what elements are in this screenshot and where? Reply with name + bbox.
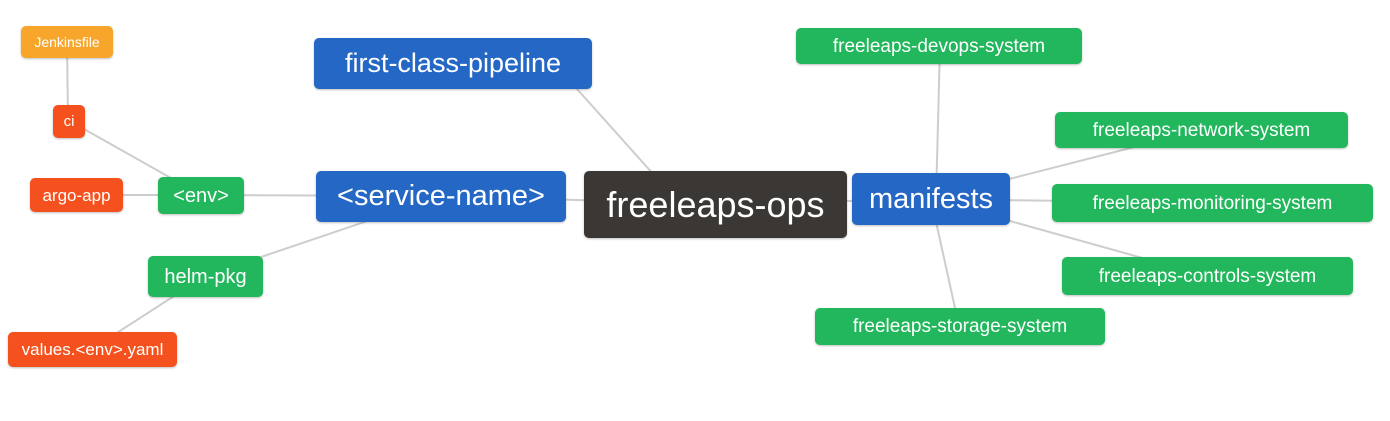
node-freeleaps-monitoring-system[interactable]: freeleaps-monitoring-system: [1052, 184, 1373, 222]
node-env[interactable]: <env>: [158, 177, 244, 214]
node-values-env-yaml[interactable]: values.<env>.yaml: [8, 332, 177, 367]
node-service-name[interactable]: <service-name>: [316, 171, 566, 222]
node-helm-pkg[interactable]: helm-pkg: [148, 256, 263, 297]
node-ci[interactable]: ci: [53, 105, 85, 138]
node-freeleaps-network-system[interactable]: freeleaps-network-system: [1055, 112, 1348, 148]
node-argo-app[interactable]: argo-app: [30, 178, 123, 212]
node-freeleaps-devops-system[interactable]: freeleaps-devops-system: [796, 28, 1082, 64]
node-jenkinsfile[interactable]: Jenkinsfile: [21, 26, 113, 58]
node-freeleaps-ops[interactable]: freeleaps-ops: [584, 171, 847, 238]
node-manifests[interactable]: manifests: [852, 173, 1010, 225]
node-freeleaps-storage-system[interactable]: freeleaps-storage-system: [815, 308, 1105, 345]
node-first-class-pipeline[interactable]: first-class-pipeline: [314, 38, 592, 89]
node-freeleaps-controls-system[interactable]: freeleaps-controls-system: [1062, 257, 1353, 295]
